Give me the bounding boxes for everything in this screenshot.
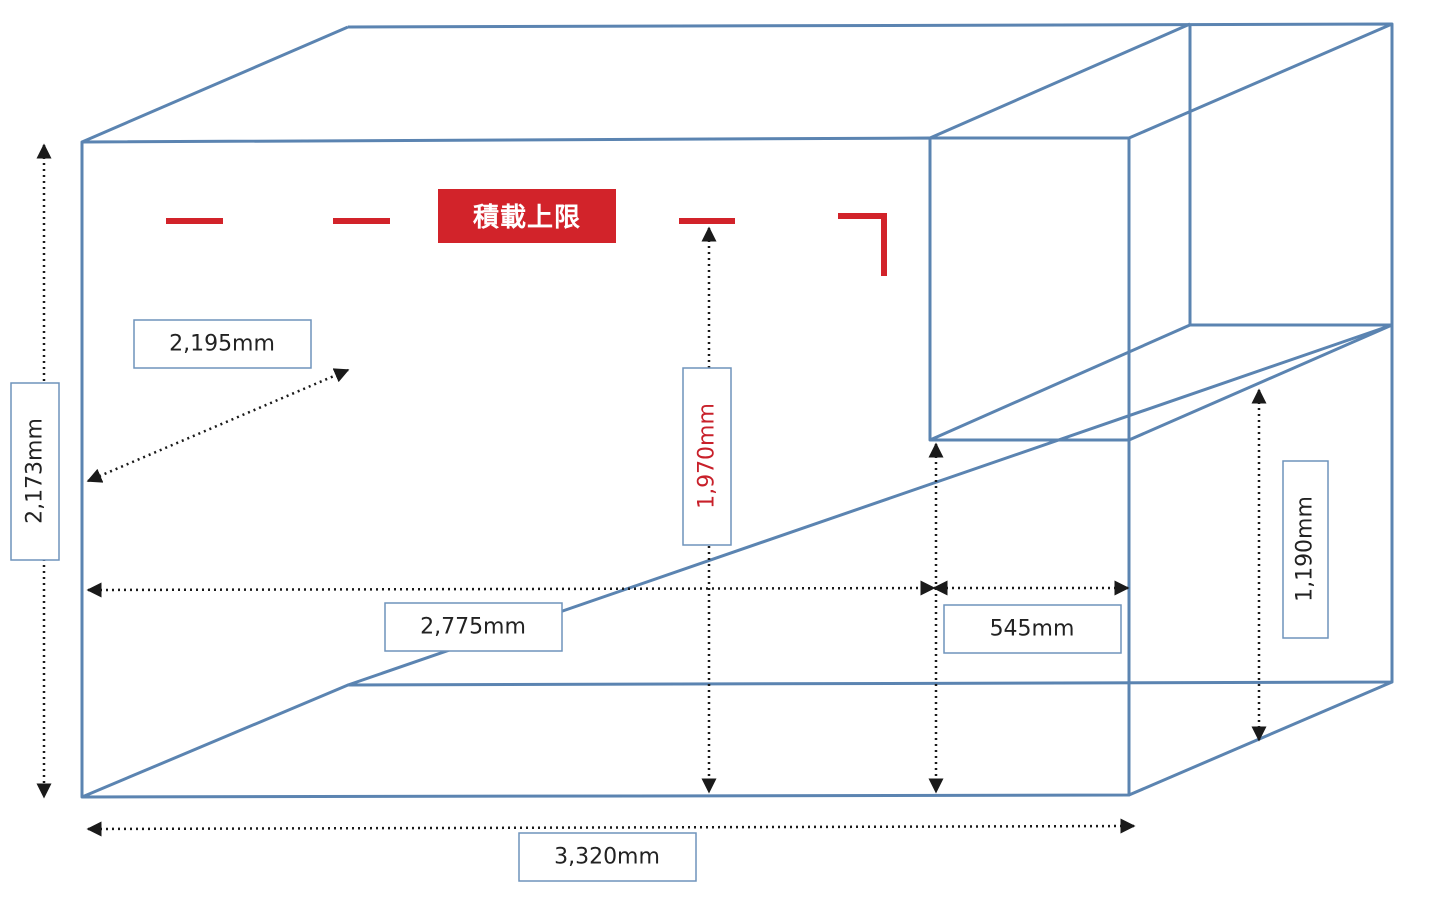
cargo-box-wireframe	[80, 22, 1394, 799]
overall-length-label: 3,320mm	[554, 845, 660, 870]
step-length-label-box	[943, 604, 1122, 654]
depth-edge-step-top-rear	[1128, 22, 1393, 140]
main-length-arrow	[86, 580, 936, 598]
dimension-arrows	[36, 143, 1267, 837]
depth-edge-step-mid-rear	[1128, 323, 1393, 442]
overall-height-label-box	[10, 382, 60, 561]
load-limit-height-label: 1,970mm	[695, 403, 720, 509]
load-limit-height-label-box	[682, 367, 732, 546]
main-length-label: 2,775mm	[420, 615, 526, 640]
depth-label-box	[133, 319, 312, 369]
step-height-label-box	[1282, 460, 1329, 639]
load-limit-badge	[438, 189, 616, 243]
back-face-outline	[346, 22, 1394, 687]
load-limit-label: 積載上限	[473, 203, 581, 233]
depth-label: 2,195mm	[169, 332, 275, 357]
limit-corner	[838, 213, 887, 276]
depth-edge-top-left	[81, 25, 349, 144]
step-height-label: 1,190mm	[1293, 496, 1318, 602]
overall-length-arrow	[86, 818, 1136, 837]
overall-length-label-box	[518, 832, 697, 882]
main-length-label-box	[384, 602, 563, 652]
depth-arrow	[86, 368, 350, 483]
dimension-labels: 2,173mm 2,195mm 1,970mm 2,775mm 545mm 1,…	[10, 319, 1329, 882]
overall-height-label: 2,173mm	[23, 418, 48, 524]
depth-edge-bottom-left	[81, 683, 349, 799]
depth-edge-bottom-right	[1128, 680, 1393, 797]
depth-edge-step-top-front	[929, 22, 1191, 140]
depth-edge-step-mid-front	[929, 323, 1191, 442]
load-limit-marker: 積載上限	[166, 189, 887, 276]
step-length-label: 545mm	[990, 617, 1075, 642]
